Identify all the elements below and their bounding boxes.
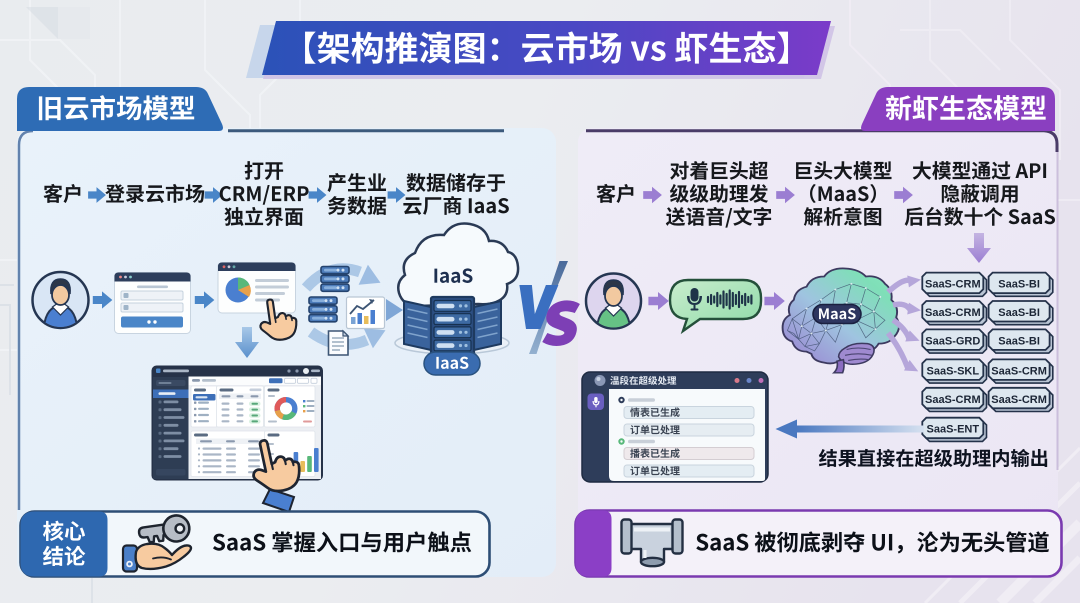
svg-text:SaaS-BI: SaaS-BI xyxy=(998,307,1040,319)
svg-text:SaaS-CRM: SaaS-CRM xyxy=(991,365,1047,377)
svg-text:SaaS-CRM: SaaS-CRM xyxy=(925,307,981,319)
svg-text:SaaS-BI: SaaS-BI xyxy=(998,279,1040,291)
svg-text:SaaS-CRM: SaaS-CRM xyxy=(925,394,981,406)
svg-text:SaaS-CRM: SaaS-CRM xyxy=(991,394,1047,406)
svg-text:SaaS-GRD: SaaS-GRD xyxy=(925,335,980,347)
svg-text:SaaS-ENT: SaaS-ENT xyxy=(927,424,980,436)
svg-text:SaaS-BI: SaaS-BI xyxy=(998,335,1040,347)
svg-text:SaaS-CRM: SaaS-CRM xyxy=(925,279,981,291)
svg-text:SaaS-SKL: SaaS-SKL xyxy=(927,365,980,377)
